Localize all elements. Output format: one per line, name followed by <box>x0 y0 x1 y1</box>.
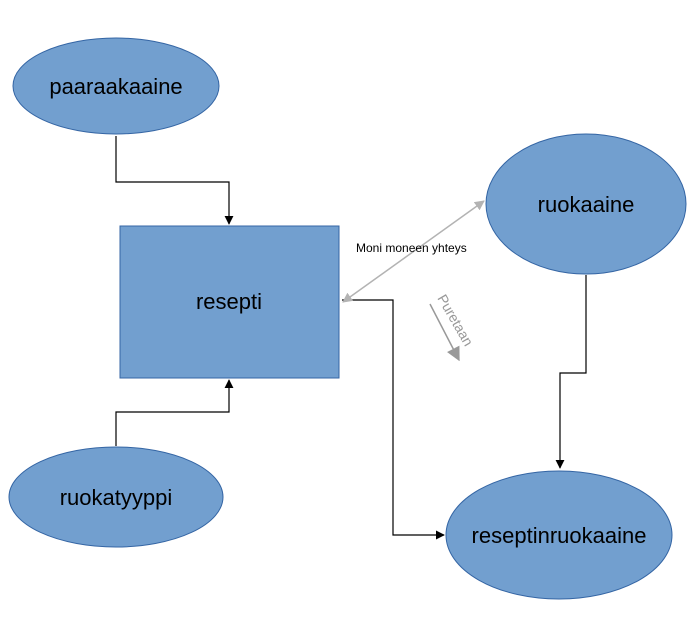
many-to-many-relation-arrow <box>342 200 485 303</box>
note-label: Puretaan <box>434 292 476 349</box>
node-paaraakaaine-shape <box>12 37 220 135</box>
node-resepti: resepti <box>119 225 340 379</box>
node-ruokaaine: ruokaaine <box>485 133 687 275</box>
node-reseptinruokaaine-label: reseptinruokaaine <box>472 523 647 548</box>
node-ruokatyyppi-shape <box>8 446 224 548</box>
node-paaraakaaine-label: paaraakaaine <box>49 74 182 99</box>
node-resepti-label: resepti <box>196 289 262 314</box>
node-ruokatyyppi: ruokatyyppi <box>8 446 224 548</box>
edge-ruokatyyppi-to-resepti <box>115 379 234 446</box>
edge-ruokaaine-to-reseptinruokaaine <box>555 275 587 469</box>
note-arrow <box>429 303 460 362</box>
node-resepti-shape <box>119 225 340 379</box>
edge-paaraakaaine-to-resepti <box>115 136 234 225</box>
node-ruokaaine-shape <box>485 133 687 275</box>
node-reseptinruokaaine-shape <box>445 470 673 600</box>
node-reseptinruokaaine: reseptinruokaaine <box>445 470 673 600</box>
node-ruokaaine-label: ruokaaine <box>538 192 635 217</box>
edge-resepti-to-reseptinruokaaine <box>342 299 445 540</box>
node-paaraakaaine: paaraakaaine <box>12 37 220 135</box>
node-ruokatyyppi-label: ruokatyyppi <box>60 485 173 510</box>
many-to-many-label: Moni moneen yhteys <box>356 241 467 255</box>
